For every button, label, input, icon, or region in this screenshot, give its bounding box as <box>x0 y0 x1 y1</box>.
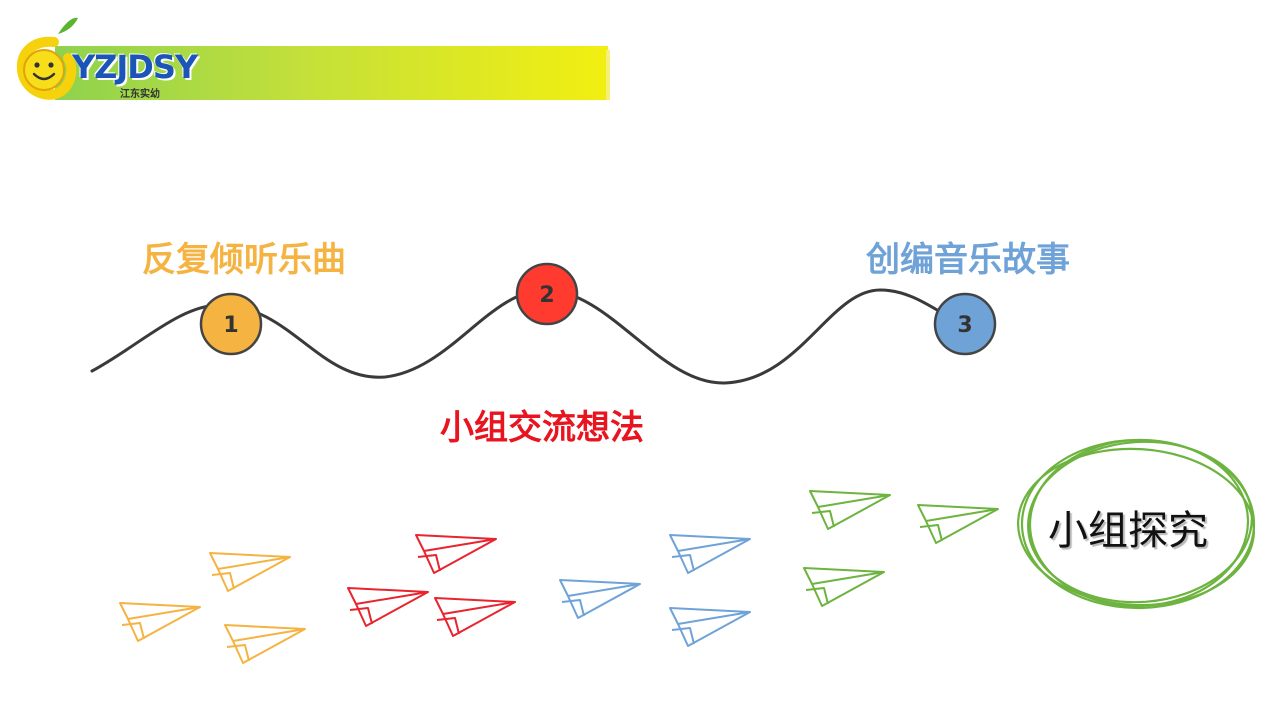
smiley-note-logo-icon <box>16 17 78 100</box>
step-node-2: 2 <box>515 262 579 326</box>
paper-plane-icon <box>809 490 891 530</box>
step-number-3: 3 <box>957 313 972 338</box>
step-node-1: 1 <box>199 292 263 356</box>
paper-plane-icon <box>669 607 751 647</box>
step-number-1: 1 <box>223 313 238 338</box>
paper-plane-icon <box>224 624 306 664</box>
step-label-1: 反复倾听乐曲 <box>142 240 346 280</box>
paper-planes <box>119 490 999 664</box>
paper-plane-icon <box>347 587 429 627</box>
paper-plane-icon <box>559 579 641 619</box>
conclusion-text: 小组探究 <box>1048 508 1208 554</box>
logo-subtitle: 江东实幼 <box>120 89 160 100</box>
logo-text: YZJDSY <box>72 48 198 86</box>
paper-plane-icon <box>209 552 291 592</box>
paper-plane-icon <box>415 534 497 574</box>
step-node-3: 3 <box>933 292 997 356</box>
paper-plane-icon <box>119 602 201 642</box>
paper-plane-icon <box>434 597 516 637</box>
conclusion-ring-icon <box>1016 438 1256 610</box>
step-label-2: 小组交流想法 <box>440 408 644 448</box>
header-banner <box>55 46 608 100</box>
step-number-2: 2 <box>539 283 554 308</box>
step-node-circle-1 <box>199 292 263 356</box>
paper-plane-icon <box>917 504 999 544</box>
paper-plane-icon <box>803 567 885 607</box>
header-banner-edge <box>606 50 610 100</box>
step-node-circle-2 <box>515 262 579 326</box>
step-label-3: 创编音乐故事 <box>866 240 1070 280</box>
step-node-circle-3 <box>933 292 997 356</box>
paper-plane-icon <box>669 534 751 574</box>
